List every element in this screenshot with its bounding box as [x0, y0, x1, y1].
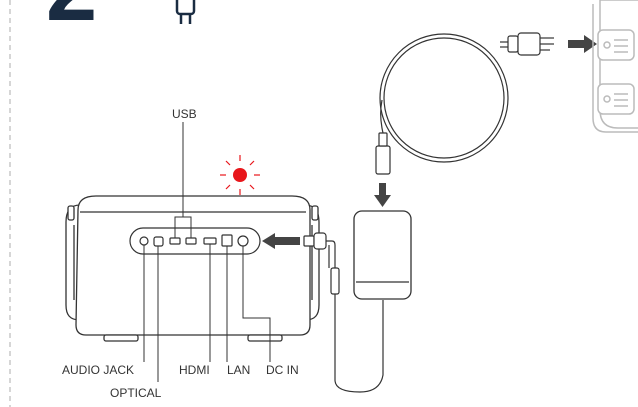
lan-port: [221, 234, 233, 247]
wall-plug: [507, 32, 554, 56]
projector-device-icon: [65, 195, 320, 342]
led-red-icon: [220, 155, 260, 195]
power-adapter-icon: [353, 210, 412, 300]
leader-lines: [143, 122, 271, 382]
step-number: 2: [46, 0, 97, 40]
hdmi-label: HDMI: [179, 363, 210, 377]
arrow-to-dc-in: [262, 233, 300, 249]
audio-jack-port: [139, 236, 149, 246]
ac-connector: [375, 132, 391, 175]
usb-port-1: [169, 237, 181, 245]
arrow-to-outlet: [568, 35, 597, 53]
usb-label: USB: [172, 107, 197, 121]
usb-port-2: [185, 237, 197, 245]
dc-in-label: DC IN: [266, 363, 299, 377]
wall-outlet-icon: [592, 0, 638, 133]
dc-cable: [326, 240, 384, 393]
audio-jack-label: AUDIO JACK: [62, 363, 135, 377]
dc-in-port: [237, 235, 249, 247]
plug-icon: [175, 0, 196, 24]
optical-label: OPTICAL: [110, 386, 162, 400]
arrow-to-adapter: [374, 183, 391, 207]
lan-label: LAN: [227, 363, 251, 377]
ac-cable-coil: [379, 33, 510, 163]
ports: [139, 234, 249, 247]
dc-plug: [303, 232, 327, 250]
optical-port: [153, 236, 164, 247]
hdmi-port: [203, 237, 217, 245]
